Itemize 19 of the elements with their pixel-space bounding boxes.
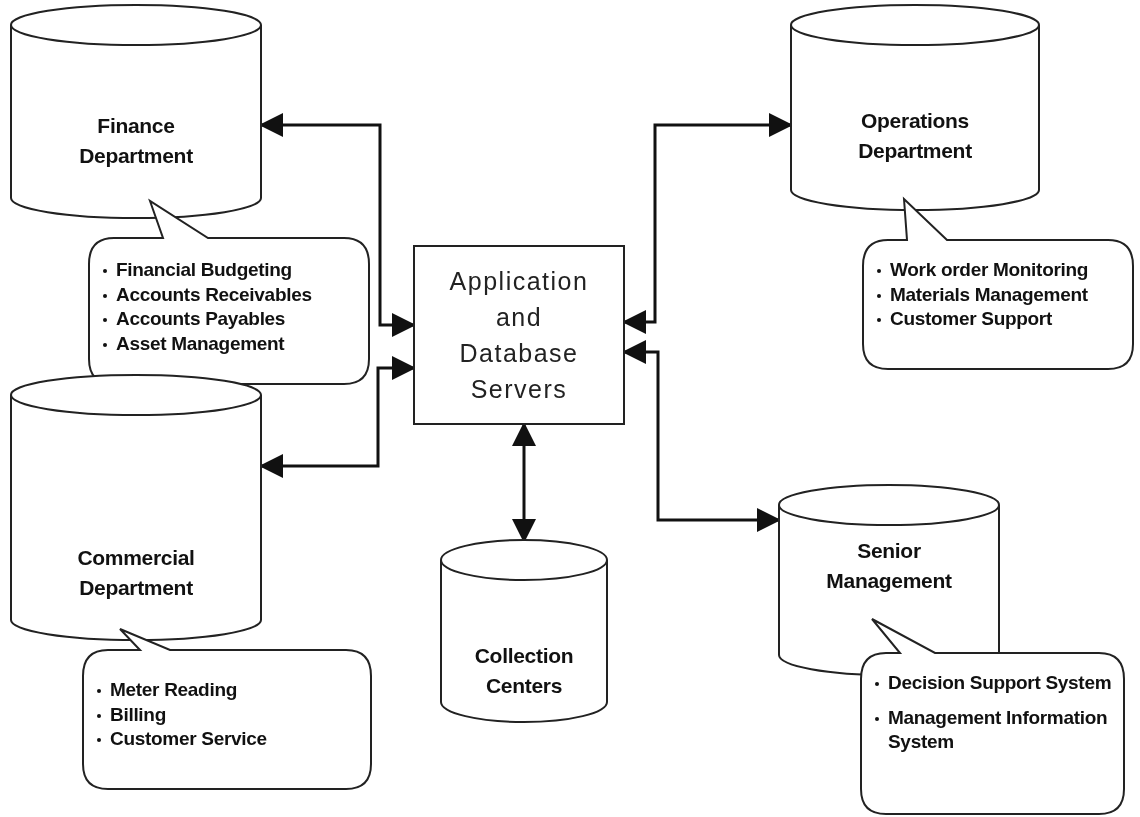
- server-box: [413, 245, 625, 425]
- node-label: Application and Database Servers: [448, 265, 590, 406]
- bullet-item: Work order Monitoring: [890, 259, 1089, 280]
- bullet-item: Materials Management: [890, 283, 1088, 305]
- node-label: Commercial Department: [76, 545, 196, 601]
- bullet-item: Financial Budgeting: [116, 259, 292, 280]
- bullet-item: Accounts Payables: [116, 308, 286, 330]
- bullet-item: Asset Management: [116, 333, 285, 355]
- bullet-item: Customer Service: [110, 728, 267, 750]
- bullet-item: Accounts Receivables: [116, 283, 312, 305]
- bullet-item: Customer Support: [890, 308, 1052, 330]
- bullet-item: Meter Reading: [110, 679, 237, 700]
- node-label: Finance Department: [78, 113, 194, 169]
- bullet-item: Management Information System: [888, 706, 1108, 753]
- bullet-item: Decision Support System: [888, 672, 1112, 693]
- node-label: Operations Department: [857, 108, 973, 164]
- node-label: Senior Management: [825, 538, 953, 594]
- bullet-item: Billing: [110, 703, 166, 725]
- node-label: Collection Centers: [473, 643, 575, 699]
